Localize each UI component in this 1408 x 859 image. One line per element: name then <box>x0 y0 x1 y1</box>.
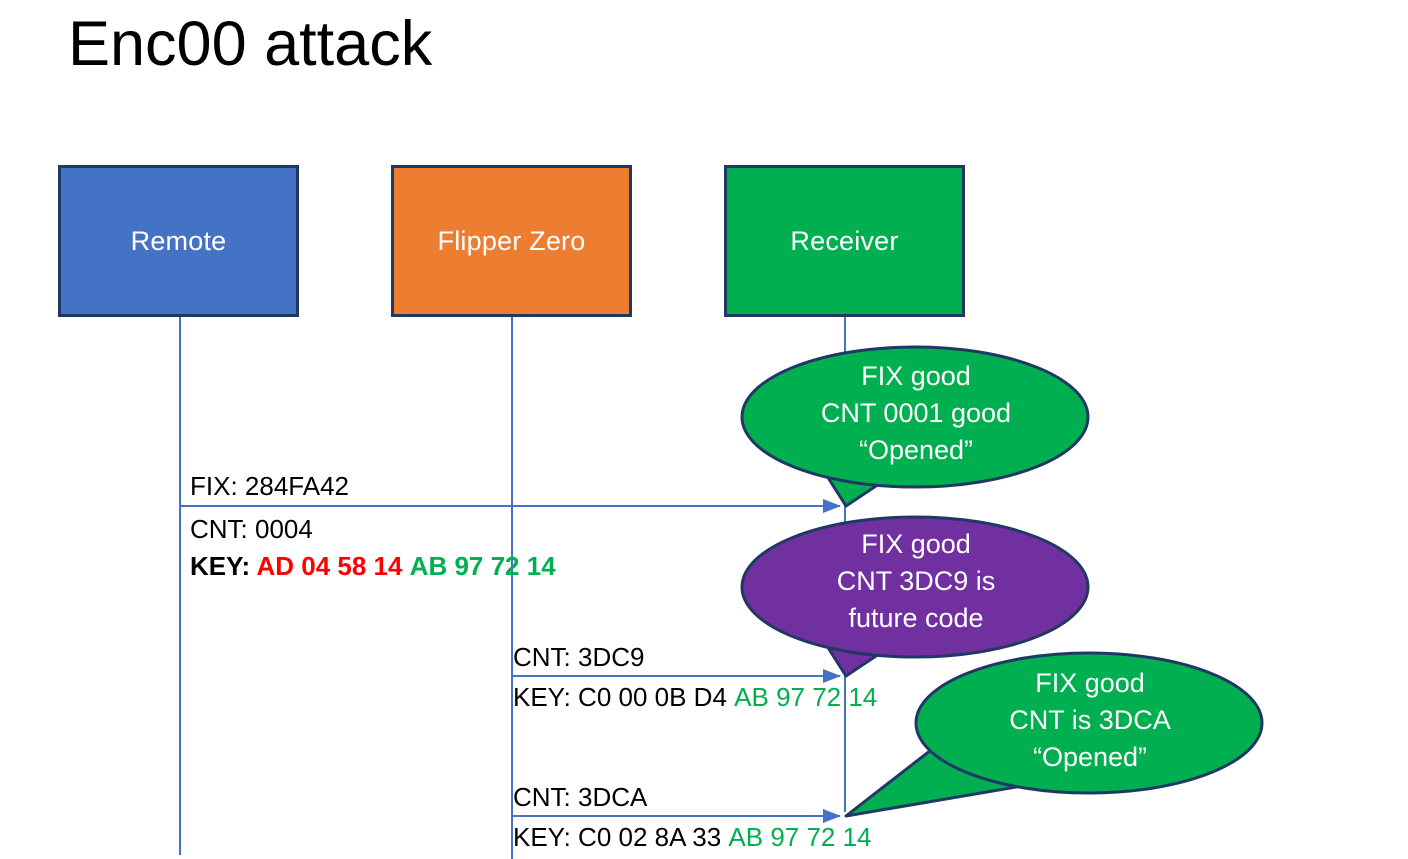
cnt-3-value: 3DCA <box>578 782 648 812</box>
fix-1-value: 284FA42 <box>244 471 349 501</box>
callout-text-2: FIX good CNT 3DC9 is future code <box>768 526 1064 637</box>
actor-box-receiver[interactable]: Receiver <box>724 165 965 317</box>
key-3-prefix: KEY: <box>513 822 579 852</box>
message-label-cnt-2: CNT: 3DC9 <box>513 640 644 674</box>
callout-2-line-2: CNT 3DC9 is <box>836 566 996 596</box>
callout-3-line-3: “Opened” <box>1032 742 1148 772</box>
callout-bubble-3 <box>844 651 1264 818</box>
message-label-cnt-1: CNT: 0004 <box>190 512 313 546</box>
message-label-fix-1: FIX: 284FA42 <box>190 469 349 503</box>
key-3-counter-part: C0 02 8A 33 <box>578 822 722 852</box>
callout-1-line-2: CNT 0001 good <box>820 398 1012 428</box>
actor-box-flipper[interactable]: Flipper Zero <box>391 165 632 317</box>
key-2-counter-part: C0 00 0B D4 <box>578 682 727 712</box>
callout-bubble-2 <box>740 515 1090 678</box>
callout-text-3: FIX good CNT is 3DCA “Opened” <box>942 665 1238 776</box>
message-label-key-2: KEY: C0 00 0B D4 AB 97 72 14 <box>513 680 877 714</box>
cnt-2-value: 3DC9 <box>578 642 645 672</box>
callout-2-line-1: FIX good <box>861 529 971 559</box>
fix-1-prefix: FIX: <box>190 471 245 501</box>
actor-box-remote[interactable]: Remote <box>58 165 299 317</box>
cnt-2-prefix: CNT: <box>513 642 578 672</box>
cnt-1-value: 0004 <box>255 514 313 544</box>
callout-bubble-1 <box>740 345 1090 508</box>
cnt-1-prefix: CNT: <box>190 514 255 544</box>
actor-label-remote: Remote <box>130 225 227 256</box>
cnt-3-prefix: CNT: <box>513 782 578 812</box>
key-1-space <box>402 551 409 581</box>
callout-1-line-3: “Opened” <box>858 435 974 465</box>
key-1-prefix: KEY: <box>190 551 257 581</box>
callout-3-line-1: FIX good <box>1035 668 1145 698</box>
callout-text-1: FIX good CNT 0001 good “Opened” <box>768 358 1064 469</box>
message-label-key-1: KEY: AD 04 58 14 AB 97 72 14 <box>190 549 556 583</box>
actor-label-flipper: Flipper Zero <box>437 225 586 256</box>
message-label-cnt-3: CNT: 3DCA <box>513 780 647 814</box>
page-title: Enc00 attack <box>68 9 433 79</box>
callout-1-line-1: FIX good <box>861 361 971 391</box>
callout-2-line-3: future code <box>848 603 984 633</box>
key-2-prefix: KEY: <box>513 682 579 712</box>
key-1-counter-part: AD 04 58 14 <box>256 551 403 581</box>
message-label-key-3: KEY: C0 02 8A 33 AB 97 72 14 <box>513 820 872 854</box>
key-2-serial-part: AB 97 72 14 <box>734 682 878 712</box>
key-1-serial-part: AB 97 72 14 <box>409 551 556 581</box>
key-3-serial-part: AB 97 72 14 <box>728 822 872 852</box>
callout-3-line-2: CNT is 3DCA <box>1009 705 1171 735</box>
actor-label-receiver: Receiver <box>790 225 899 256</box>
